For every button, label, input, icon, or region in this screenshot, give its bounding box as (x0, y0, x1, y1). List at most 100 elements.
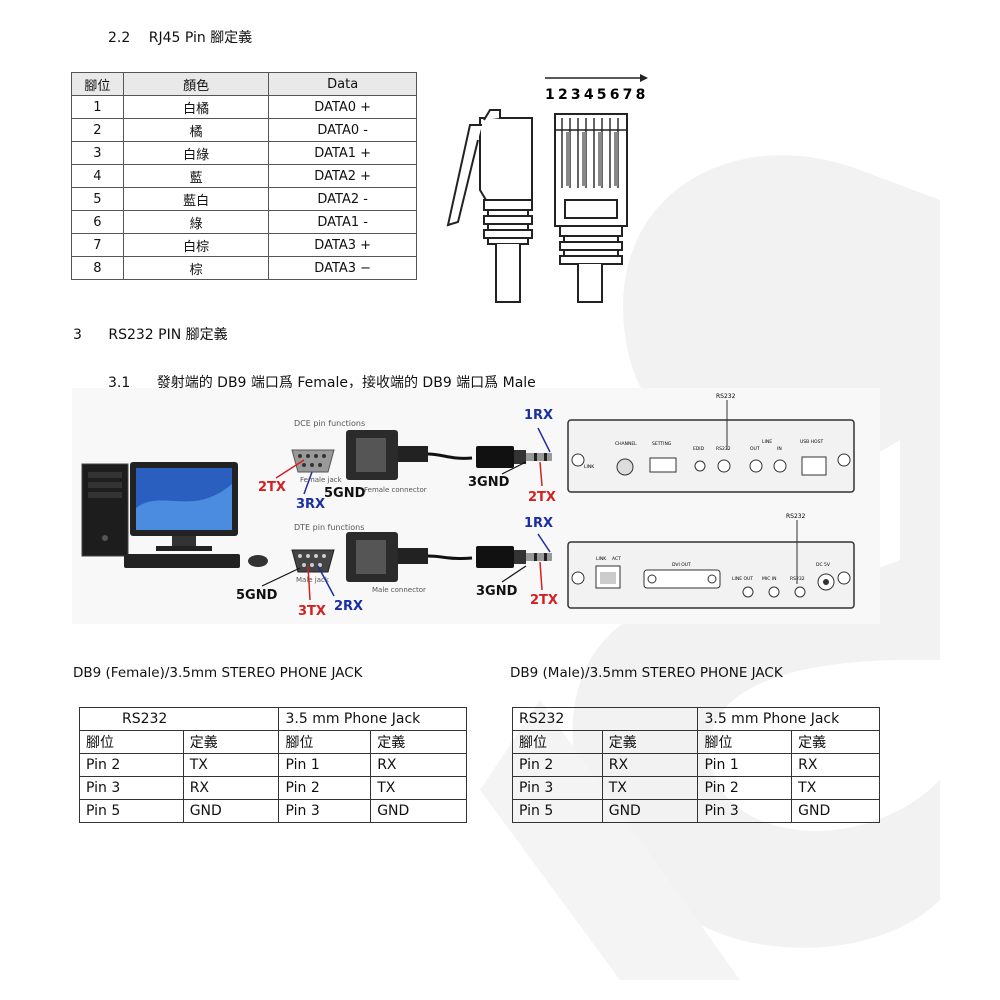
table-cell: TX (182, 753, 280, 777)
color-cell: 藍 (122, 164, 270, 188)
table-cell: Pin 3 (79, 776, 184, 800)
section-number: 3.1 (108, 375, 131, 391)
male-pin-table: RS232 3.5 mm Phone Jack 腳位 定義 腳位 定義 Pin … (511, 707, 880, 823)
table-cell: TX (370, 776, 467, 800)
db9-female-pinout: DCE pin functions Female jack (291, 419, 365, 484)
table-cell: RX (370, 753, 467, 777)
section-title: RJ45 Pin 腳定義 (148, 30, 253, 46)
rj45-connector-illustration: 12345678 (446, 74, 648, 303)
data-cell: DATA1 + (268, 141, 417, 165)
table-cell: Pin 3 (697, 799, 793, 823)
transmitter-device: CHANNEL SETTING EDID RS232 OUT IN USB HO… (567, 419, 855, 493)
table-cell: GND (601, 799, 699, 823)
table-cell: RX (601, 753, 699, 777)
table-cell: Pin 2 (697, 776, 793, 800)
label-3rx-female: 3RX (296, 497, 325, 512)
table-cell: TX (601, 776, 699, 800)
panel-label: USB HOST (800, 439, 823, 445)
data-cell: DATA3 − (268, 256, 417, 280)
section-heading-rj45: 2.2 RJ45 Pin 腳定義 (108, 27, 252, 47)
table-cell: Pin 3 (278, 799, 372, 823)
keyboard (124, 554, 240, 568)
group-header: 3.5 mm Phone Jack (278, 707, 467, 731)
table-cell: TX (791, 776, 880, 800)
panel-label: OUT (750, 446, 760, 452)
table-cell: GND (370, 799, 467, 823)
table-cell: RX (182, 776, 280, 800)
female-table-caption: DB9 (Female)/3.5mm STEREO PHONE JACK (73, 665, 363, 681)
color-cell: 橘 (122, 118, 270, 142)
column-header: 定義 (370, 730, 467, 754)
mouse (248, 555, 268, 567)
table-header-row: RS232 3.5 mm Phone Jack (78, 707, 467, 731)
table-cell: GND (182, 799, 280, 823)
panel-label: SETTING (652, 441, 672, 447)
pin-cell: 2 (71, 118, 124, 142)
label-2rx-male: 2RX (334, 599, 363, 614)
section-title: RS232 PIN 腳定義 (108, 327, 228, 343)
rs232-wiring-diagram: DCE pin functions Female jack Female con… (81, 393, 855, 619)
table-cell: Pin 1 (278, 753, 372, 777)
section-number: 3 (73, 327, 82, 343)
data-cell: DATA0 + (268, 95, 417, 119)
column-header: 腳位 (79, 730, 184, 754)
label-3tx-male: 3TX (298, 604, 326, 619)
table-subheader-row: 腳位 定義 腳位 定義 (512, 730, 880, 754)
column-header: 腳位 (512, 730, 603, 754)
db9-female-connector: Female connector (346, 430, 428, 494)
table-cell: Pin 1 (697, 753, 793, 777)
section-title: 發射端的 DB9 端口爲 Female，接收端的 DB9 端口爲 Male (156, 375, 536, 391)
rx-arrows-top (303, 427, 551, 495)
rx-arrows-bottom (317, 533, 551, 597)
color-cell: 白橘 (122, 95, 270, 119)
table-cell: Pin 5 (79, 799, 184, 823)
panel-label: CHANNEL (615, 441, 637, 447)
pc-tower (81, 463, 129, 557)
table-cell: Pin 2 (512, 753, 603, 777)
column-header: 定義 (601, 730, 699, 754)
data-cell: DATA1 - (268, 210, 417, 234)
receiver-device: LINK ACT DVI OUT LINE OUT MIC IN RS232 D… (567, 541, 855, 609)
male-table-caption: DB9 (Male)/3.5mm STEREO PHONE JACK (510, 665, 783, 681)
panel-label: RS232 (716, 446, 731, 452)
pin-cell: 4 (71, 164, 124, 188)
label-3gnd-bottom: 3GND (476, 584, 518, 599)
db9-male-connector: Male connector (346, 532, 428, 594)
data-cell: DATA0 - (268, 118, 417, 142)
label-5gnd-female: 5GND (324, 486, 366, 501)
color-cell: 藍白 (122, 187, 270, 211)
pin-cell: 5 (71, 187, 124, 211)
stereo-jack-bottom (476, 546, 552, 568)
panel-label: DVI OUT (672, 562, 691, 568)
tx-arrows-bottom (307, 561, 543, 601)
column-header: 定義 (791, 730, 880, 754)
table-cell: Pin 3 (512, 776, 603, 800)
data-cell: DATA2 - (268, 187, 417, 211)
monitor (130, 462, 238, 551)
column-header: 定義 (182, 730, 280, 754)
device-rs232-label-bottom: RS232 (786, 513, 806, 520)
gnd-lines (261, 461, 527, 587)
group-header: RS232 (511, 707, 699, 731)
section-number: 2.2 (108, 30, 131, 46)
section-heading-rs232: 3 RS232 PIN 腳定義 (73, 324, 228, 344)
panel-label: LINK (596, 556, 607, 562)
label-1rx-top: 1RX (524, 408, 553, 423)
column-header: 腳位 (71, 72, 124, 96)
data-cell: DATA3 + (268, 233, 417, 257)
male-connector-caption: Male connector (372, 586, 426, 594)
female-jack-caption: Female jack (300, 476, 343, 484)
label-2tx-top: 2TX (528, 490, 556, 505)
column-header: Data (268, 72, 417, 96)
